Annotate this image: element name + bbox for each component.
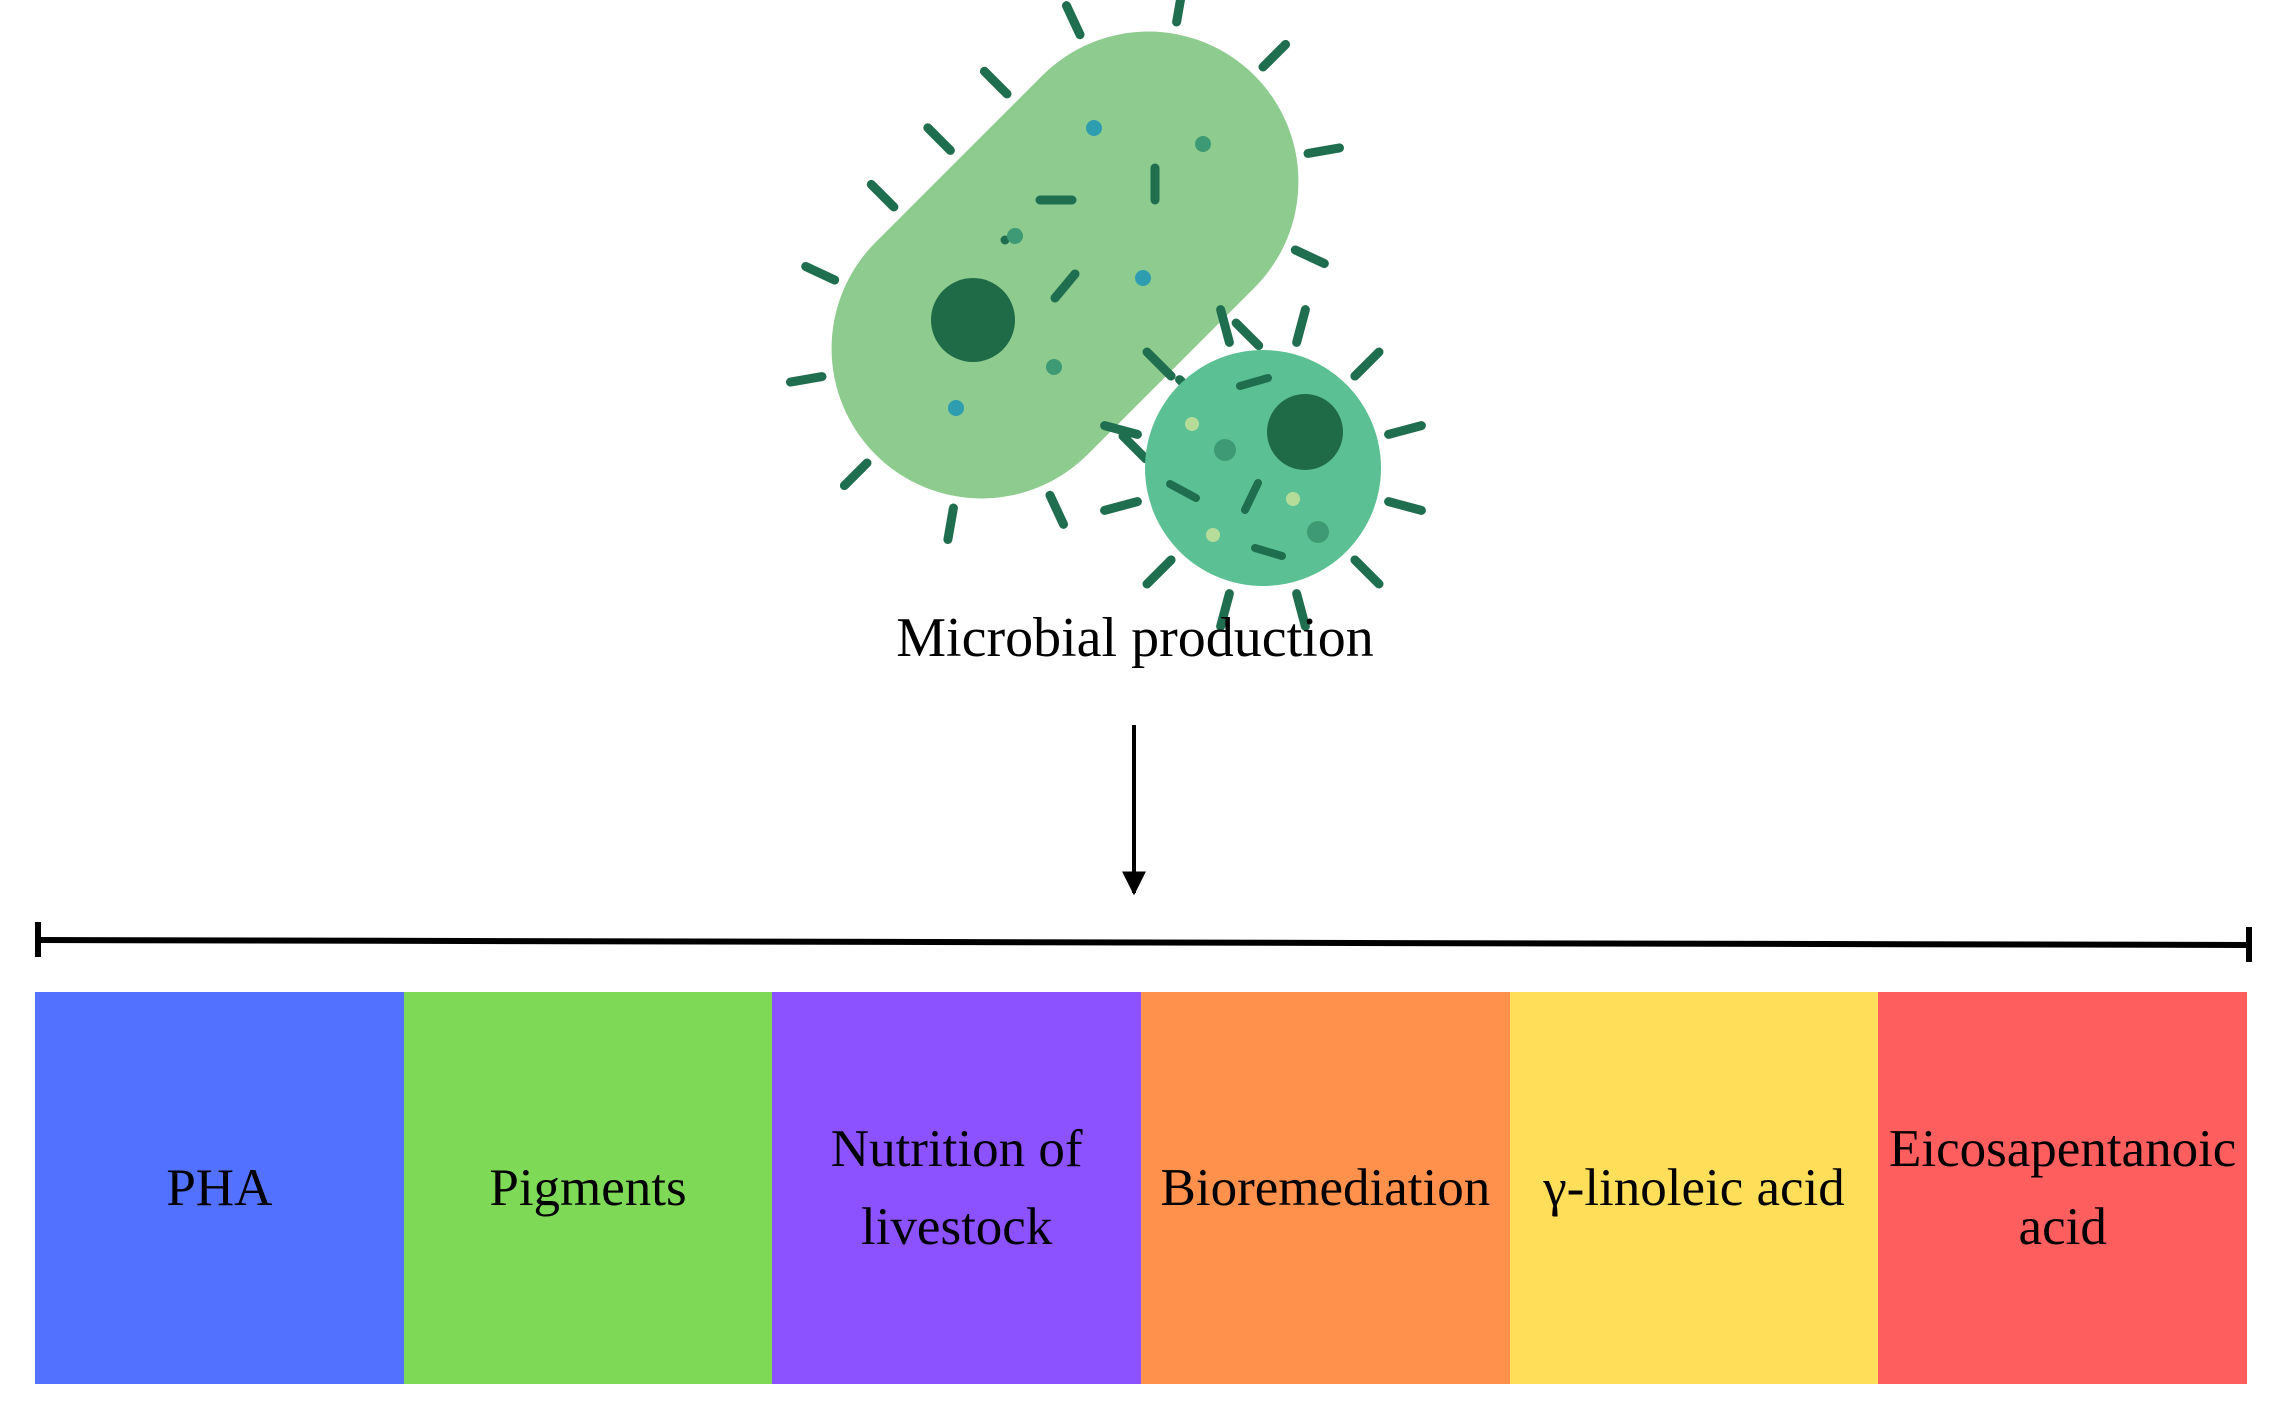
cilium bbox=[979, 66, 1012, 99]
cilium bbox=[1045, 490, 1068, 529]
product-label-linoleic-acid: γ-linoleic acid bbox=[1543, 1159, 1845, 1217]
cilium bbox=[1062, 1, 1085, 40]
product-box-nutrition-of-livestock: Nutrition of livestock bbox=[772, 992, 1142, 1384]
product-box-eicosapentanoic-acid: Eicosapentanoic acid bbox=[1878, 992, 2248, 1384]
cilium bbox=[801, 262, 840, 285]
cilium bbox=[1100, 497, 1142, 515]
cilium bbox=[1216, 305, 1234, 347]
product-box-bioremediation: Bioremediation bbox=[1141, 992, 1510, 1384]
microbial-production-label: Microbial production bbox=[896, 607, 1374, 669]
rod-bacterium-nucleus bbox=[931, 278, 1015, 362]
product-label-bioremediation: Bioremediation bbox=[1160, 1159, 1491, 1217]
cilium bbox=[1290, 245, 1329, 268]
rod-bacterium-icon bbox=[786, 0, 1344, 544]
product-label-pha: PHA bbox=[166, 1159, 273, 1217]
cilium bbox=[1216, 589, 1234, 631]
product-boxes: PHA Pigments Nutrition of livestock Bior… bbox=[35, 992, 2248, 1384]
cilium bbox=[1231, 318, 1264, 351]
cilium bbox=[1350, 347, 1384, 381]
cilium bbox=[923, 123, 955, 155]
cilium bbox=[1384, 497, 1426, 515]
cilium bbox=[943, 503, 958, 544]
product-box-pha: PHA bbox=[35, 992, 404, 1384]
cilium bbox=[866, 179, 899, 212]
coccus-bacterium-icon bbox=[1100, 305, 1426, 631]
cilium bbox=[1100, 421, 1142, 439]
cilium bbox=[1258, 39, 1291, 72]
cilium bbox=[786, 372, 827, 387]
cilium bbox=[1292, 589, 1310, 631]
product-box-pigments: Pigments bbox=[403, 992, 773, 1384]
cilium bbox=[839, 458, 872, 491]
product-box-linoleic-acid: γ-linoleic acid bbox=[1509, 992, 1879, 1384]
cilium bbox=[1350, 555, 1384, 589]
product-label-nutrition-of-livestock: Nutrition of livestock bbox=[830, 1120, 1083, 1256]
range-bar bbox=[35, 922, 2252, 962]
cilium bbox=[1384, 421, 1426, 439]
product-label-eicosapentanoic-acid: Eicosapentanoic acid bbox=[1889, 1120, 2237, 1256]
rod-bacterium-body bbox=[831, 31, 1299, 499]
cilium bbox=[1142, 347, 1176, 381]
cilium bbox=[1303, 143, 1344, 158]
cilium bbox=[1172, 0, 1186, 27]
cilium bbox=[1142, 555, 1176, 589]
cilium bbox=[1118, 431, 1151, 464]
product-label-pigments: Pigments bbox=[489, 1159, 687, 1217]
cilium bbox=[1292, 305, 1310, 347]
coccus-bacterium-nucleus bbox=[1267, 394, 1343, 470]
